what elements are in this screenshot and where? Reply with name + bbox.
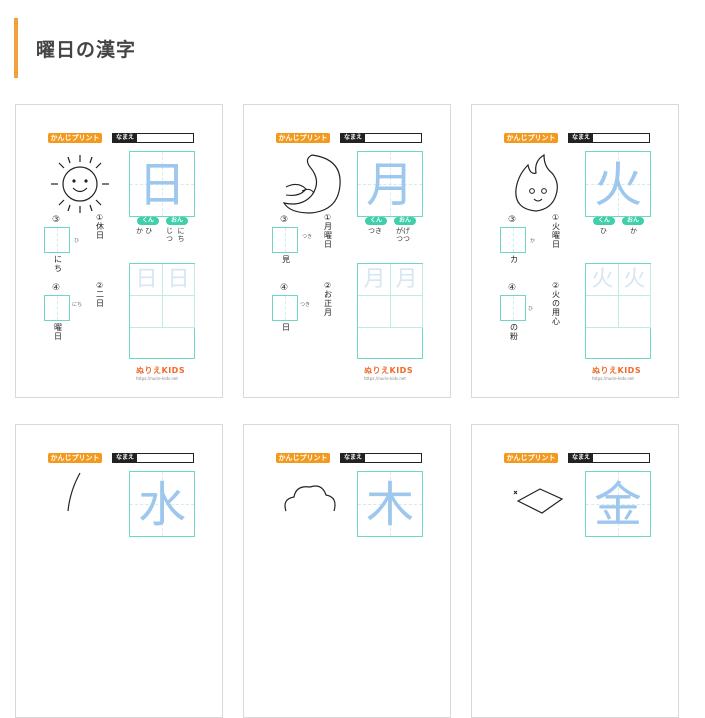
practice-grid[interactable]: 日 日 bbox=[129, 263, 195, 359]
answer-box-3[interactable] bbox=[44, 227, 70, 253]
on-label: おん bbox=[166, 217, 188, 225]
question-2-text: ②二日 bbox=[96, 281, 104, 308]
kanji-display-box: 日 bbox=[129, 151, 195, 217]
question-4-ruby: にち bbox=[72, 302, 83, 308]
moon-illustration-icon bbox=[282, 154, 341, 214]
question-3-text: にち bbox=[54, 255, 62, 273]
question-4-text: の粉 bbox=[510, 323, 518, 341]
answer-box-4[interactable] bbox=[272, 295, 298, 321]
kanji-display-box: 月 bbox=[357, 151, 423, 217]
kun-readings: か ひ bbox=[136, 227, 153, 235]
question-3-number: ③ bbox=[280, 215, 289, 225]
question-3-number: ③ bbox=[52, 215, 61, 225]
section-title: 曜日の漢字 bbox=[36, 39, 137, 61]
site-logo: ぬりえKIDS bbox=[364, 366, 414, 375]
water-drop-illustration-icon bbox=[67, 472, 81, 512]
practice-grid[interactable]: 月 月 bbox=[357, 263, 423, 359]
worksheet-card-nichi[interactable]: かんじプリント なまえ 日 くん おん か ひ じ に つ ち ③ ひ にち ①… bbox=[15, 104, 223, 398]
sun-illustration-icon bbox=[51, 155, 109, 213]
answer-box-4[interactable] bbox=[500, 295, 526, 321]
question-3-text: 見 bbox=[282, 255, 290, 264]
name-field: なまえ bbox=[112, 453, 194, 463]
kun-label: くん bbox=[137, 217, 159, 225]
practice-grid[interactable]: 火 火 bbox=[585, 263, 651, 359]
kanji-display-box: 火 bbox=[585, 151, 651, 217]
worksheet-badge: かんじプリント bbox=[276, 453, 330, 463]
question-2-text: ②火の用心 bbox=[552, 281, 560, 326]
question-4-text: 日 bbox=[282, 323, 290, 332]
question-4-text: 曜日 bbox=[54, 323, 62, 341]
fire-illustration-icon bbox=[515, 153, 558, 212]
question-1-text: ①火曜日 bbox=[552, 213, 560, 249]
kanji-display-box: 水 bbox=[129, 471, 195, 537]
question-4-ruby: ひ bbox=[528, 306, 534, 312]
question-1-ruby: か bbox=[530, 238, 536, 244]
kanji-display-box: 木 bbox=[357, 471, 423, 537]
on-label: おん bbox=[622, 217, 644, 225]
kun-readings: つき bbox=[368, 227, 382, 235]
kun-label: くん bbox=[365, 217, 387, 225]
trace-kanji: 月 bbox=[395, 267, 418, 292]
kun-readings: ひ bbox=[600, 227, 607, 235]
worksheet-card-hi[interactable]: かんじプリント なまえ 火 くん おん ひ か ③ か カ ①火曜日 ④ ひ の… bbox=[471, 104, 679, 398]
on-label: おん bbox=[394, 217, 416, 225]
question-1-text: ①月曜日 bbox=[324, 213, 332, 249]
name-field: なまえ bbox=[112, 133, 194, 143]
trace-kanji: 火 bbox=[623, 267, 646, 292]
worksheet-badge: かんじプリント bbox=[504, 453, 558, 463]
kanji-display-box: 金 bbox=[585, 471, 651, 537]
trace-kanji: 月 bbox=[363, 267, 386, 292]
name-field: なまえ bbox=[568, 133, 650, 143]
section-heading: 曜日の漢字 bbox=[14, 18, 674, 78]
question-4-ruby: つき bbox=[300, 302, 311, 308]
name-field: なまえ bbox=[568, 453, 650, 463]
worksheet-badge: かんじプリント bbox=[48, 453, 102, 463]
trace-kanji: 日 bbox=[135, 267, 158, 292]
worksheet-card-kane[interactable]: かんじプリント なまえ 金 bbox=[471, 424, 679, 718]
trace-kanji: 火 bbox=[591, 267, 614, 292]
treasure-illustration-icon bbox=[513, 488, 564, 514]
kun-label: くん bbox=[593, 217, 615, 225]
question-4-number: ④ bbox=[52, 283, 61, 293]
name-field: なまえ bbox=[340, 133, 422, 143]
question-1-text: ①休日 bbox=[96, 213, 104, 240]
on-readings: じ に つ ち bbox=[166, 227, 185, 243]
worksheet-badge: かんじプリント bbox=[276, 133, 330, 143]
site-logo: ぬりえKIDS bbox=[136, 366, 186, 375]
question-3-text: カ bbox=[510, 255, 518, 264]
worksheet-card-mizu[interactable]: かんじプリント なまえ 水 bbox=[15, 424, 223, 718]
site-url: https://nurie-kids.net bbox=[592, 376, 634, 381]
on-readings: か bbox=[630, 227, 637, 235]
question-1-ruby: つき bbox=[302, 234, 313, 240]
name-field: なまえ bbox=[340, 453, 422, 463]
heading-accent-bar bbox=[14, 18, 18, 78]
tree-illustration-icon bbox=[284, 485, 336, 512]
worksheet-badge: かんじプリント bbox=[48, 133, 102, 143]
answer-box-3[interactable] bbox=[500, 227, 526, 253]
worksheet-badge: かんじプリント bbox=[504, 133, 558, 143]
question-1-ruby: ひ bbox=[74, 238, 80, 244]
site-url: https://nurie-kids.net bbox=[364, 376, 406, 381]
question-2-text: ②お正月 bbox=[324, 281, 332, 317]
site-logo: ぬりえKIDS bbox=[592, 366, 642, 375]
trace-kanji: 日 bbox=[167, 267, 190, 292]
worksheet-card-tsuki[interactable]: かんじプリント なまえ 月 くん おん つき がげ つつ ③ つき 見 ①月曜日… bbox=[243, 104, 451, 398]
site-url: https://nurie-kids.net bbox=[136, 376, 178, 381]
worksheet-card-ki[interactable]: かんじプリント なまえ 木 bbox=[243, 424, 451, 718]
question-3-number: ③ bbox=[508, 215, 517, 225]
question-4-number: ④ bbox=[280, 283, 289, 293]
on-readings: がげ つつ bbox=[396, 227, 410, 243]
question-4-number: ④ bbox=[508, 283, 517, 293]
answer-box-3[interactable] bbox=[272, 227, 298, 253]
answer-box-4[interactable] bbox=[44, 295, 70, 321]
